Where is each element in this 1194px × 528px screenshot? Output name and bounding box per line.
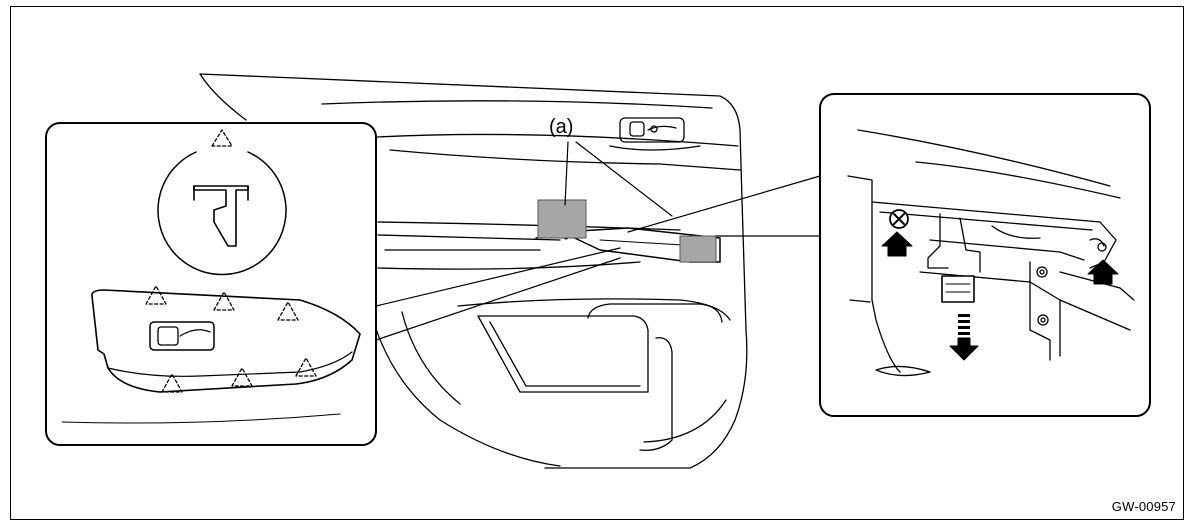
right-inset-leaders	[627, 175, 821, 237]
callout-label-a: (a)	[549, 116, 574, 138]
push-up-arrow-icon	[1087, 259, 1119, 285]
right-detail-inset	[819, 93, 1151, 417]
disconnect-down-arrow-icon	[949, 314, 979, 361]
switch-panel-part	[61, 289, 361, 424]
push-up-arrow-icon	[881, 231, 913, 257]
connector	[941, 275, 975, 303]
figure-id: GW-00957	[1111, 499, 1176, 514]
screw-icon	[889, 209, 909, 229]
clip-detail	[157, 129, 287, 276]
clip-location-markers	[145, 285, 317, 393]
door-panel	[199, 73, 748, 469]
figure-frame	[10, 6, 1184, 520]
left-detail-inset	[45, 122, 377, 446]
tape-patch-front	[537, 199, 587, 239]
left-inset-leaders	[375, 247, 621, 341]
tape-patch-rear	[679, 235, 717, 263]
callout-a-leaders	[564, 141, 673, 217]
